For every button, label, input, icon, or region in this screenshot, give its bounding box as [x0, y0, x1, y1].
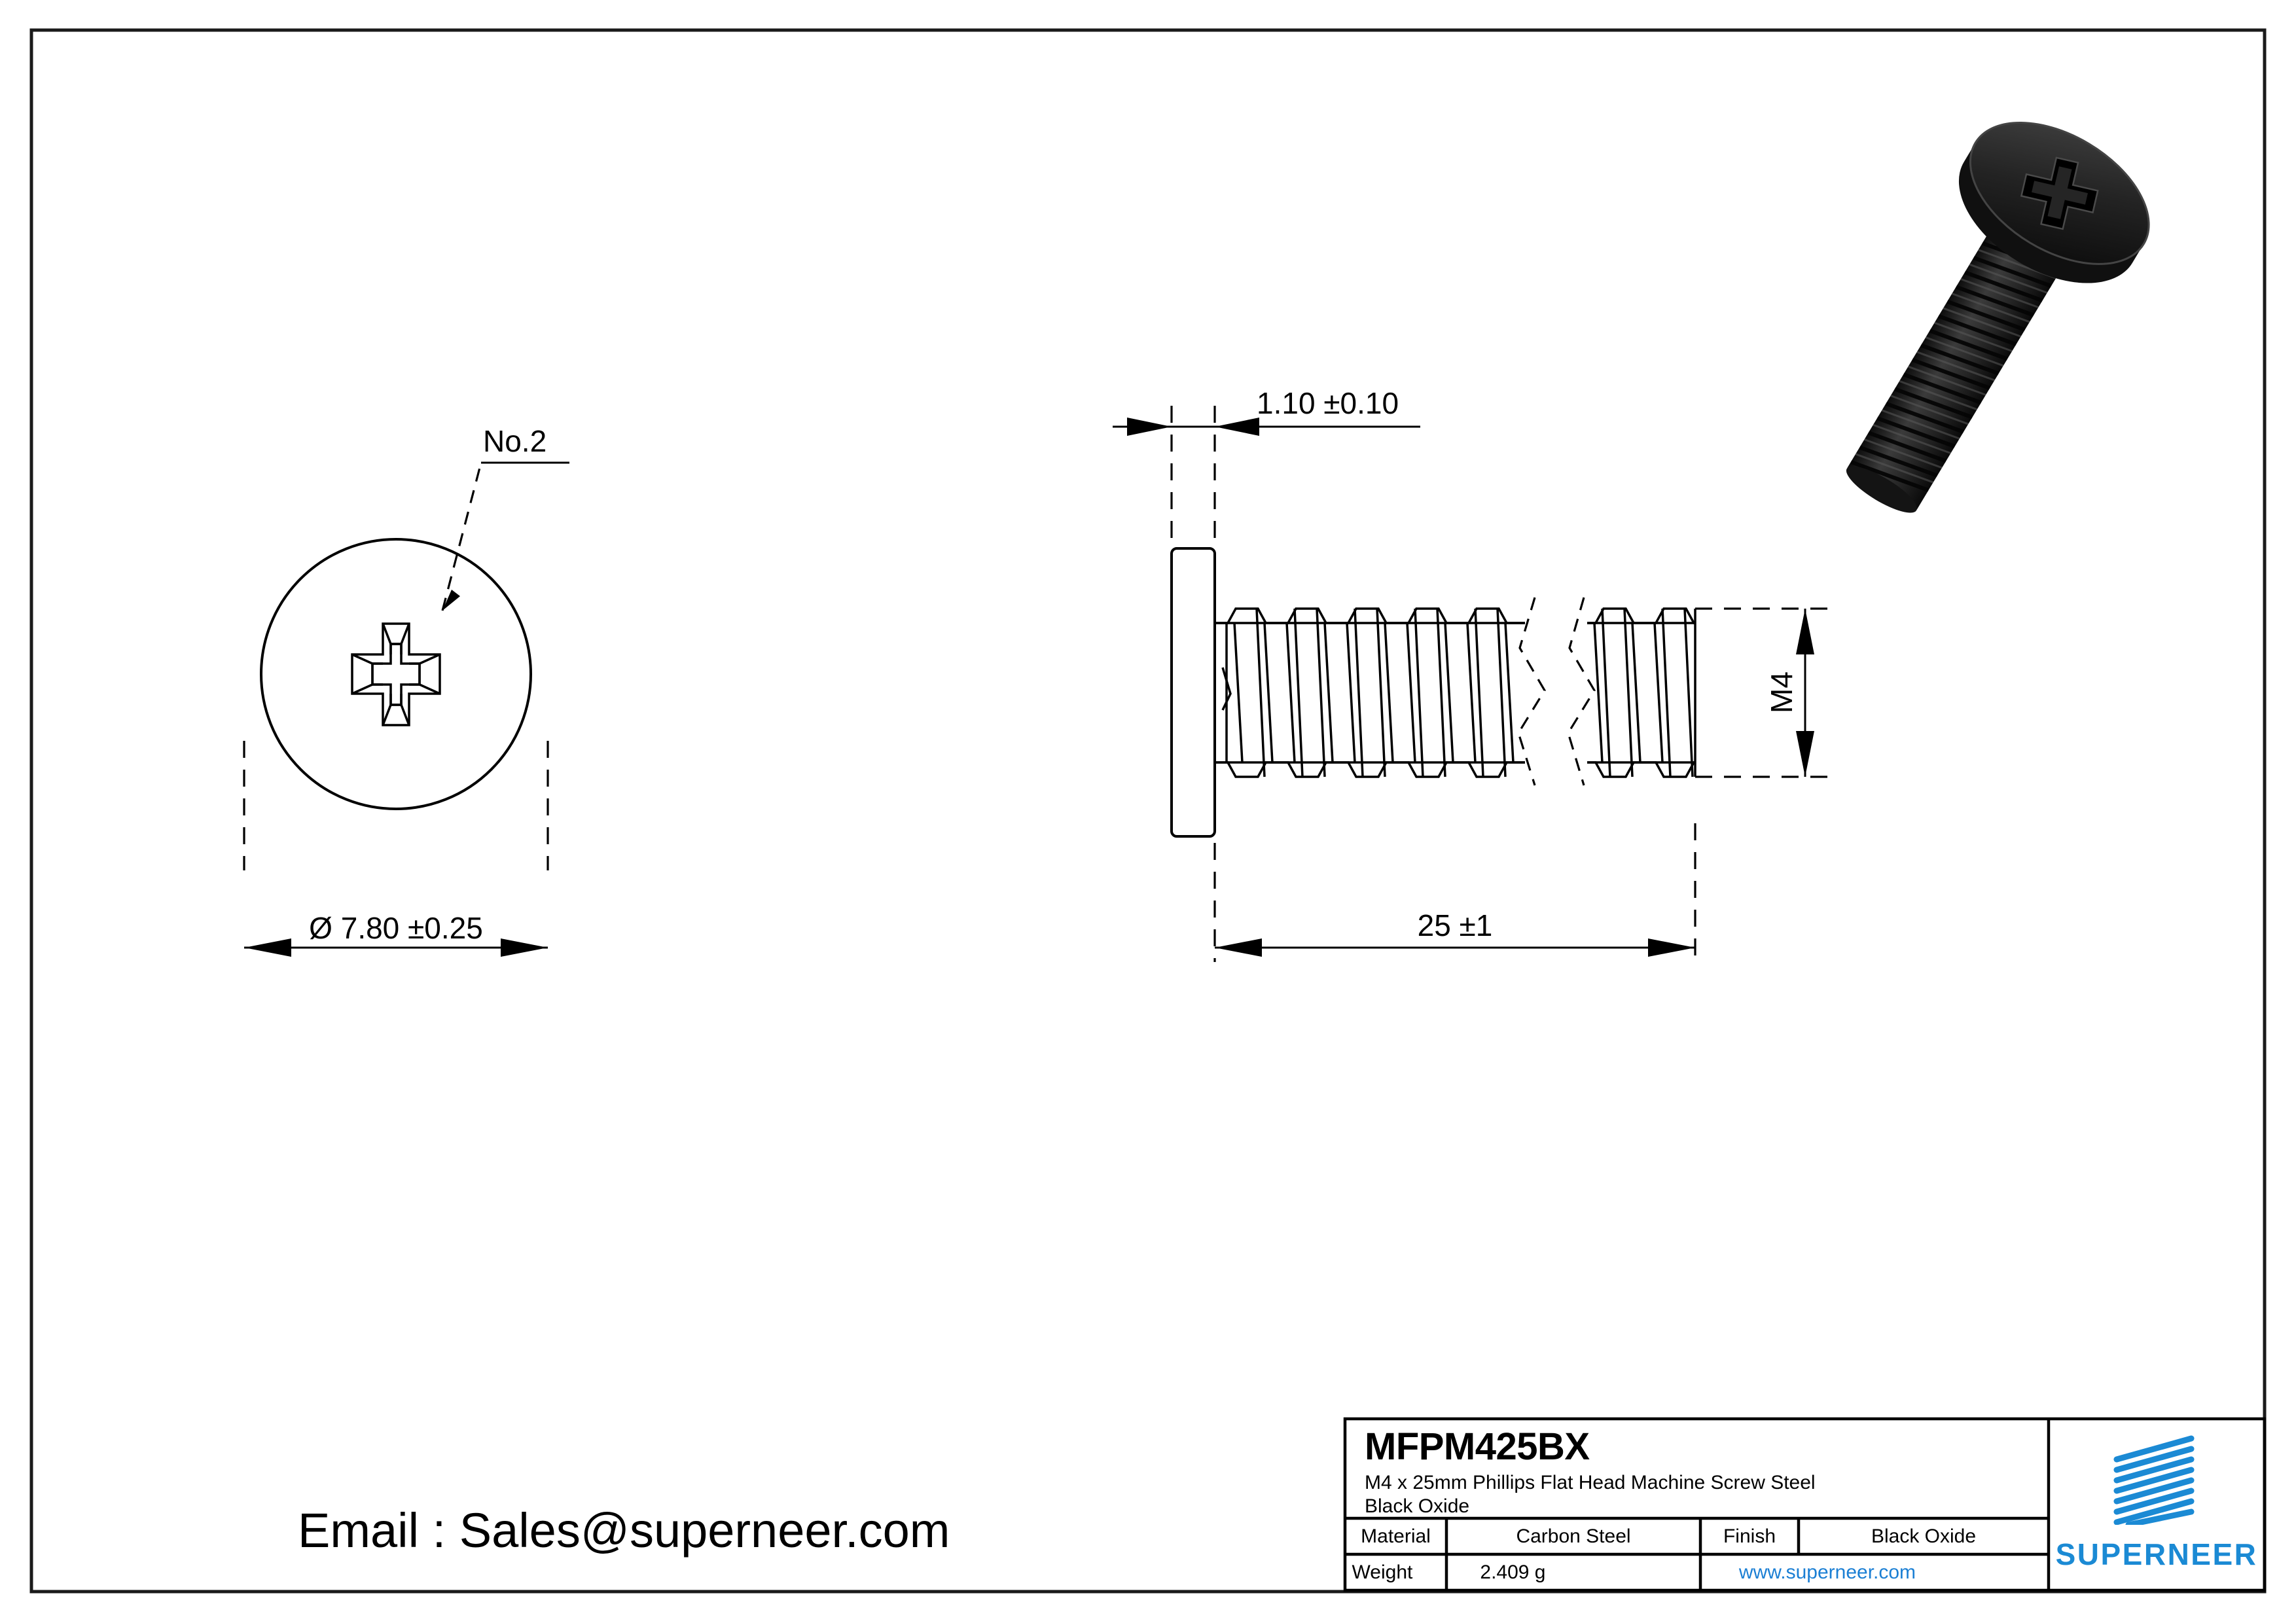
head-thickness-label: 1.10 ±0.10: [1257, 386, 1399, 420]
weight-value: 2.409 g: [1480, 1561, 1546, 1583]
weight-label: Weight: [1352, 1561, 1413, 1583]
title-block-info: MFPM425BX M4 x 25mm Phillips Flat Head M…: [1345, 1419, 2049, 1590]
material-row: Material Carbon Steel Finish Black Oxide: [1345, 1518, 2049, 1554]
title-block: MFPM425BX M4 x 25mm Phillips Flat Head M…: [1345, 1419, 2265, 1590]
weight-row: Weight 2.409 g www.superneer.com: [1345, 1554, 2049, 1590]
screw-head-profile: [1170, 547, 1216, 838]
head-thickness-dimension: [1113, 406, 1420, 550]
logo-mark-icon: [2113, 1435, 2195, 1525]
length-label: 25 ±1: [1418, 908, 1493, 942]
material-value: Carbon Steel: [1516, 1525, 1631, 1547]
side-view-group: 1.10 ±0.10 25 ±1 M4: [1113, 386, 1833, 962]
length-dimension: [1213, 823, 1696, 962]
sheet-border: [29, 28, 2267, 1594]
thread-body-right: [1587, 607, 1696, 778]
isometric-screw-render: [1846, 121, 2150, 513]
contact-email-text: Email : Sales@superneer.com: [298, 1503, 950, 1558]
thread-size-label: M4: [1765, 671, 1799, 713]
logo-wordmark: SUPERNEER: [2055, 1537, 2258, 1571]
recess-callout-leader: [441, 461, 569, 611]
part-description-cell: MFPM425BX M4 x 25mm Phillips Flat Head M…: [1345, 1419, 2049, 1518]
finish-value: Black Oxide: [1871, 1525, 1977, 1547]
phillips-recess-shape: [351, 622, 441, 726]
head-diameter-label: Ø 7.80 ±0.25: [309, 911, 483, 945]
part-description: M4 x 25mm Phillips Flat Head Machine Scr…: [1365, 1472, 1816, 1517]
company-logo: SUPERNEER: [2049, 1419, 2265, 1590]
finish-label: Finish: [1723, 1525, 1776, 1547]
title-block-rules: [1343, 1417, 2267, 1592]
break-line: [1517, 597, 1596, 786]
front-view-group: No.2 Ø 7.80 ±0.25: [243, 424, 569, 957]
thread-body-left: [1215, 607, 1525, 778]
head-diameter-dimension: [243, 741, 549, 957]
material-label: Material: [1361, 1525, 1431, 1547]
thread-size-dimension: [1695, 607, 1833, 778]
head-outline-circle: [260, 538, 532, 810]
website-link[interactable]: www.superneer.com: [1738, 1561, 1916, 1583]
part-number: MFPM425BX: [1365, 1425, 1590, 1468]
recess-size-label: No.2: [483, 424, 547, 458]
